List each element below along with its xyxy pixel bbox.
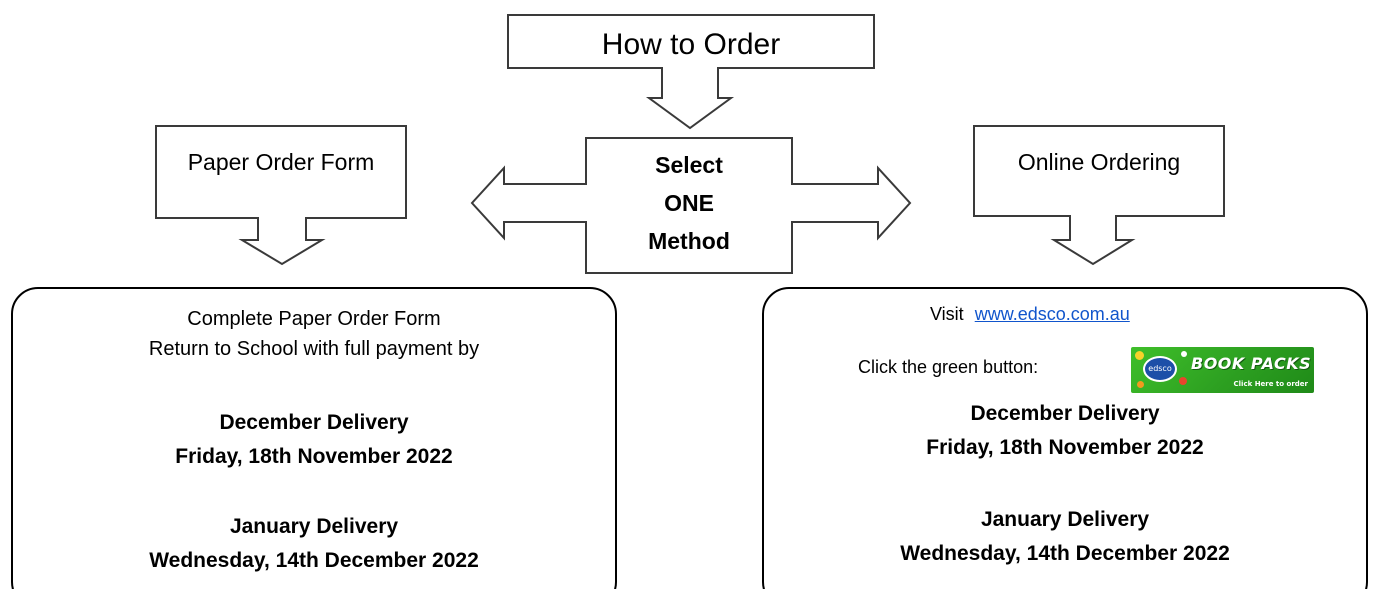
paper-january-heading: January Delivery bbox=[229, 515, 399, 538]
online-order-dates: December Delivery Friday, 18th November … bbox=[763, 397, 1367, 571]
online-callout-shape bbox=[973, 125, 1225, 266]
visit-text: Visit bbox=[930, 304, 964, 324]
online-january-date: Wednesday, 14th December 2022 bbox=[900, 542, 1230, 565]
paper-instruction-line-1: Complete Paper Order Form bbox=[187, 308, 441, 330]
paper-order-form-label: Paper Order Form bbox=[187, 149, 375, 175]
book-packs-button[interactable]: edsco BOOK PACKS Click Here to order bbox=[1131, 347, 1314, 393]
online-december-date: Friday, 18th November 2022 bbox=[926, 436, 1204, 459]
page-title: How to Order bbox=[601, 28, 781, 61]
book-packs-title: BOOK PACKS bbox=[1191, 354, 1312, 373]
paper-december-date: Friday, 18th November 2022 bbox=[175, 445, 453, 468]
online-december-heading: December Delivery bbox=[970, 402, 1160, 425]
paper-order-instructions: Complete Paper Order Form Return to Scho… bbox=[12, 304, 616, 576]
select-line-1: Select bbox=[655, 152, 723, 178]
paper-january-date: Wednesday, 14th December 2022 bbox=[149, 549, 479, 572]
paper-december-heading: December Delivery bbox=[219, 411, 409, 434]
online-january-heading: January Delivery bbox=[980, 508, 1150, 531]
visit-line: Visit www.edsco.com.au bbox=[930, 304, 1130, 325]
edsco-logo-icon: edsco bbox=[1143, 356, 1177, 382]
paper-callout-shape bbox=[155, 125, 407, 266]
select-line-2: ONE bbox=[664, 190, 714, 216]
book-packs-subtitle: Click Here to order bbox=[1233, 380, 1308, 388]
edsco-website-link[interactable]: www.edsco.com.au bbox=[974, 304, 1130, 324]
paper-order-panel bbox=[11, 287, 617, 589]
select-line-3: Method bbox=[648, 228, 730, 254]
select-method-label: Select ONE Method bbox=[586, 146, 792, 260]
title-callout-shape bbox=[507, 14, 875, 130]
online-ordering-label: Online Ordering bbox=[1017, 149, 1181, 175]
select-method-shape bbox=[470, 137, 912, 274]
paper-instruction-line-2: Return to School with full payment by bbox=[148, 338, 480, 360]
click-green-button-text: Click the green button: bbox=[858, 357, 1039, 377]
